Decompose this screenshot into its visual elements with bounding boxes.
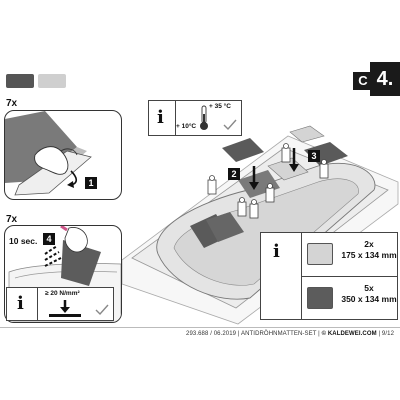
mat-spec: 5x 350 x 134 mm: [341, 283, 397, 305]
mat-size: 350 x 134 mm: [341, 294, 397, 304]
step-letter-badge: C: [353, 72, 373, 90]
mat-quantity: 2x: [364, 239, 374, 249]
mat-row-light: 2x 175 x 134 mm: [301, 233, 397, 275]
checkmark-icon: [223, 119, 237, 131]
step-marker-1: 1: [85, 177, 97, 189]
light-mat-swatch: [38, 74, 66, 88]
max-temperature: + 35 °C: [209, 103, 231, 110]
press-down-icon: [49, 300, 81, 317]
info-icon: i: [273, 241, 280, 262]
doc-date: 06.2019: [213, 331, 237, 337]
step-marker-4: 4: [43, 233, 55, 245]
checkmark-icon: [95, 304, 109, 316]
dark-mat-swatch: [307, 287, 333, 309]
info-icon: i: [157, 107, 164, 128]
page-footer: 293.688 / 06.2019 | ANTIDRÖHNMATTEN-SET …: [0, 327, 400, 340]
mat-size: 175 x 134 mm: [341, 250, 397, 260]
light-mat-swatch: [307, 243, 333, 265]
mat-quantity: 5x: [364, 283, 374, 293]
step-number-badge: 4.: [370, 62, 400, 96]
page-number: 9/12: [381, 331, 394, 337]
pressure-value: ≥ 20 N/mm²: [45, 290, 80, 297]
peel-film-illustration: [5, 111, 92, 196]
step-marker-3: 3: [308, 150, 320, 162]
temperature-info-box: i + 35 °C + 10°C: [148, 100, 242, 136]
doc-title: ANTIDRÖHNMATTEN-SET: [241, 331, 317, 337]
divider: [175, 101, 176, 135]
mat-spec: 2x 175 x 134 mm: [341, 239, 397, 261]
press-duration: 10 sec.: [9, 236, 38, 246]
pressure-info-box: i ≥ 20 N/mm²: [6, 287, 114, 321]
thermometer-icon: [200, 105, 208, 130]
divider: [301, 276, 397, 277]
info-icon: i: [17, 293, 24, 314]
doc-number: 293.688: [186, 331, 209, 337]
mat-row-dark: 5x 350 x 134 mm: [301, 277, 397, 319]
divider: [37, 288, 38, 320]
footer-text: 293.688 / 06.2019 | ANTIDRÖHNMATTEN-SET …: [186, 331, 394, 337]
panel-top-count: 7x: [6, 98, 18, 109]
dark-mat-swatch: [6, 74, 34, 88]
copyright: © KALDEWEI.COM: [321, 331, 377, 337]
panel-bottom-count: 7x: [6, 214, 18, 225]
step-marker-2: 2: [228, 168, 240, 180]
min-temperature: + 10°C: [176, 123, 197, 130]
peel-film-panel: 1: [4, 110, 122, 200]
mat-quantity-info: i 2x 175 x 134 mm 5x 350 x 134 mm: [260, 232, 398, 320]
